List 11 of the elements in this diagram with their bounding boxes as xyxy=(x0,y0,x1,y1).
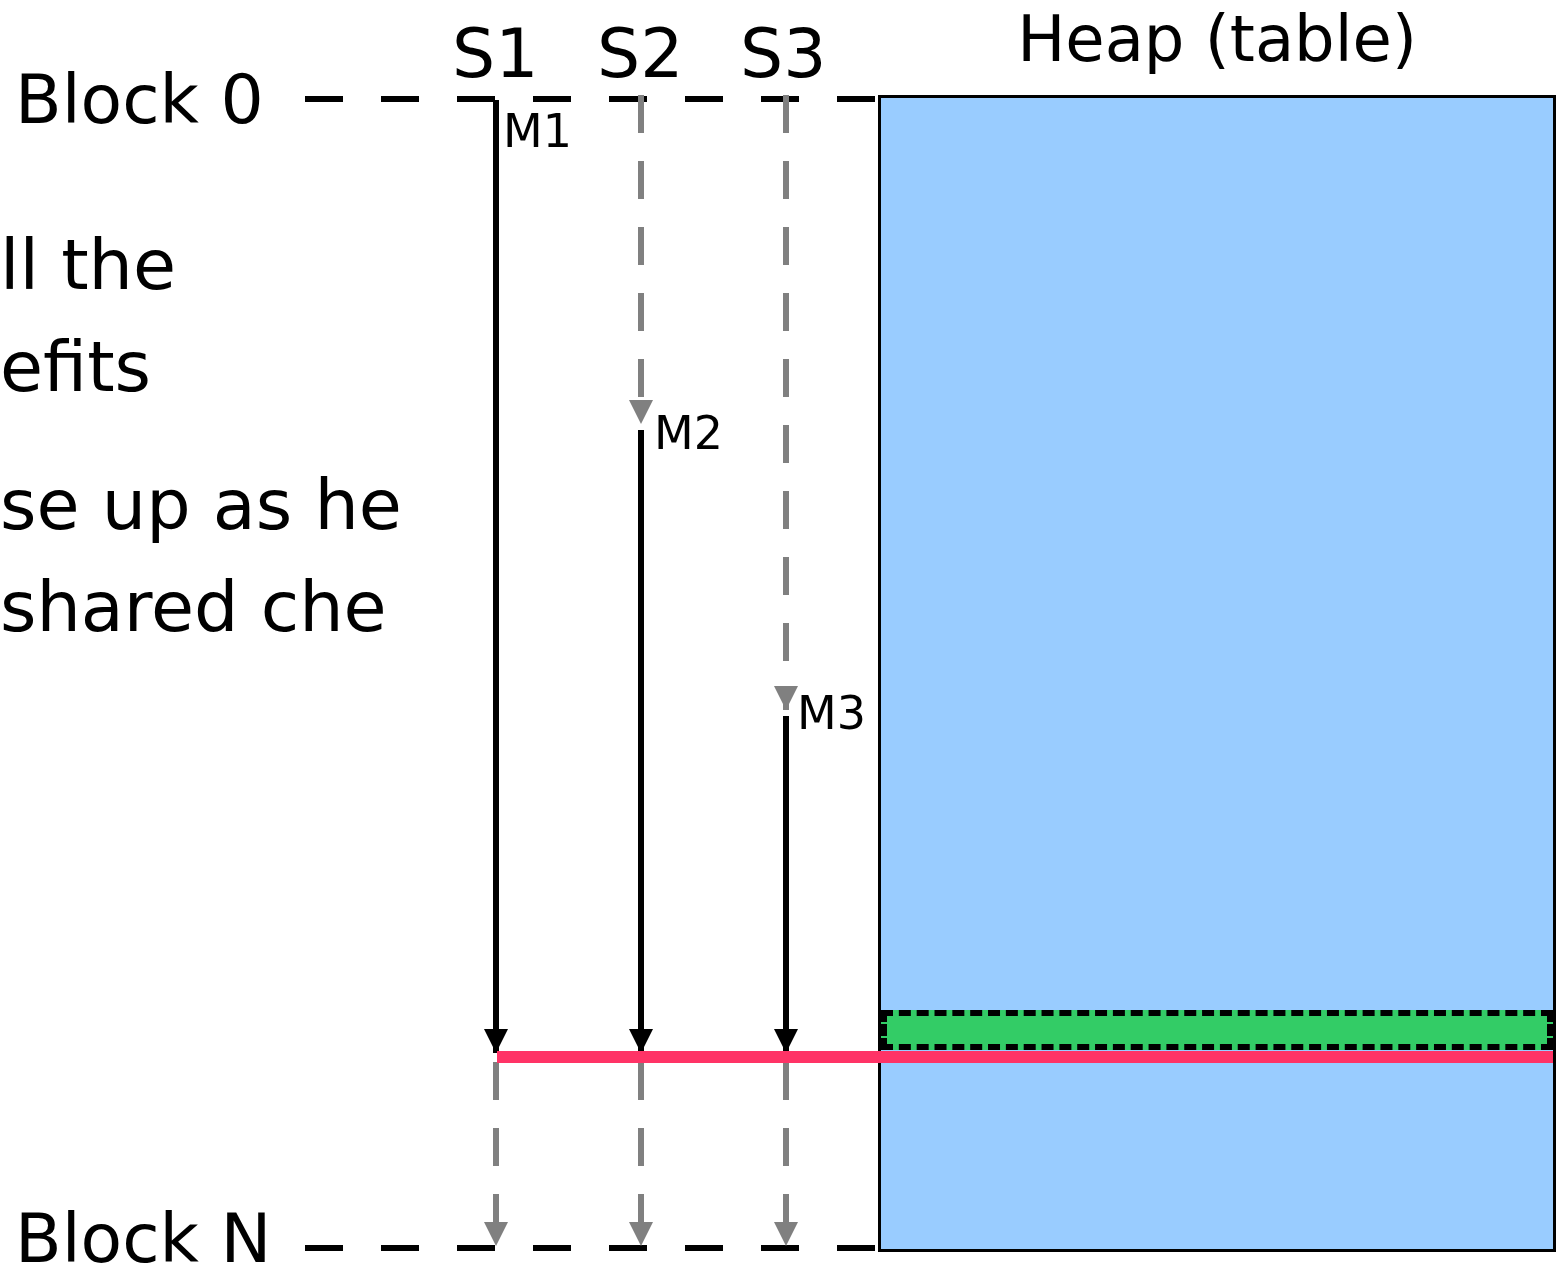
block-label: Block 0 xyxy=(15,66,264,134)
scan-label: S1 xyxy=(452,20,539,88)
marker-label: M3 xyxy=(797,690,866,736)
current-block-bar xyxy=(881,1010,1553,1050)
block-label: Block N xyxy=(15,1205,272,1270)
marker-label: M2 xyxy=(654,410,723,456)
note-text: ll the efits xyxy=(0,223,178,410)
scan-label: S3 xyxy=(740,20,827,88)
marker-label: M1 xyxy=(503,108,572,154)
scan-label: S2 xyxy=(597,20,684,88)
note-text: se up as he shared che xyxy=(0,463,403,650)
